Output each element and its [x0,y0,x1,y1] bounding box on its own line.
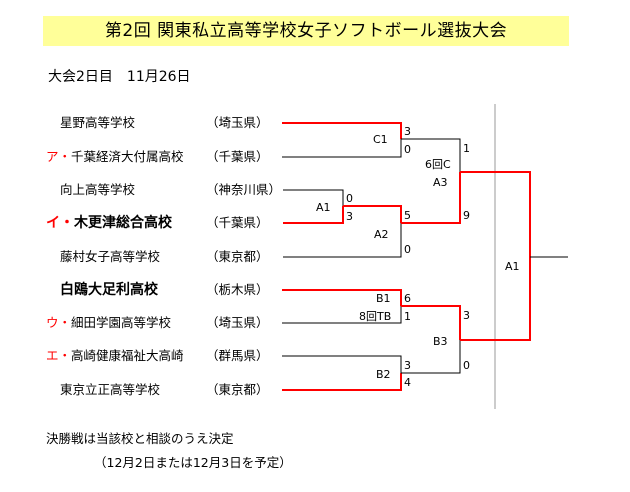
b1-top-line [282,289,402,306]
b2-top-score: 3 [404,359,411,372]
b1-bottom-score: 1 [404,310,411,323]
a2-label: A2 [374,228,389,241]
b2-bottom-line [282,373,402,391]
a2-bottom-score: 0 [404,243,411,256]
final-note-1: 決勝戦は当該校と相談のうえ決定 [46,431,234,446]
team-name-1: 星野高等学校 [60,115,136,130]
a2-top-score: 5 [404,209,411,222]
team-name-3: 向上高等学校 [60,182,136,197]
team-pref-5: （東京都） [206,249,269,264]
team-pref-4: （千葉県） [206,215,269,230]
team-pref-9: （東京都） [206,382,269,397]
a3-bottom-line [401,172,461,224]
b1-bottom-line [282,306,402,324]
a2-top-line [343,205,402,223]
b3-bottom-score: 0 [463,359,470,372]
team-pref-7: （埼玉県） [206,315,269,330]
team-pref-6: （栃木県） [206,282,269,297]
b2-label: B2 [376,368,391,381]
team-pref-3: （神奈川県） [206,182,282,197]
c1-bottom-line [282,139,402,158]
final-note-2: （12月2日または12月3日を予定） [94,455,292,470]
team-name-9: 東京立正高等学校 [60,382,161,397]
page-title: 第2回 関東私立高等学校女子ソフトボール選抜大会 [43,16,569,46]
team-name-8: エ・高崎健康福祉大高崎 [46,348,184,363]
team-pref-2: （千葉県） [206,149,269,164]
team-pref-1: （埼玉県） [206,115,269,130]
a1-bottom-line [283,206,344,224]
team-name-4: イ・木更津総合高校 [46,215,172,231]
team-pref-8: （群馬県） [206,348,269,363]
a3-top-score: 1 [463,142,470,155]
c1-bottom-score: 0 [404,143,411,156]
a3-bottom-score: 9 [463,209,470,222]
b3-top-line [401,305,461,340]
a2-bottom-line [283,223,402,258]
b3-bottom-line [401,340,461,374]
a3-note: 6回C [425,158,451,171]
final-top-line [460,171,531,257]
a1-bottom-score: 3 [346,210,353,223]
a3-label: A3 [433,176,448,189]
a3-top-line [401,138,461,172]
team-name-6: 白鴎大足利高校 [60,282,158,298]
b3-top-score: 3 [463,309,470,322]
b1-label: B1 [376,292,391,305]
team-name-7: ウ・細田学園高等学校 [46,315,172,330]
team-name-5: 藤村女子高等学校 [60,249,161,264]
b3-label: B3 [433,335,448,348]
c1-top-score: 3 [404,125,411,138]
team-name-2: ア・千葉経済大付属高校 [46,149,184,164]
b2-top-line [282,355,402,373]
date-line: 大会2日目 11月26日 [48,69,191,85]
c1-label: C1 [373,133,388,146]
final-bottom-line [460,257,531,341]
a1-label: A1 [316,201,331,214]
b2-bottom-score: 4 [404,376,411,389]
final-label: A1 [505,260,520,273]
c1-top-line [282,122,402,139]
b1-note: 8回TB [359,310,391,323]
b1-top-score: 6 [404,292,411,305]
a1-top-score: 0 [346,192,353,205]
a1-top-line [283,189,344,206]
